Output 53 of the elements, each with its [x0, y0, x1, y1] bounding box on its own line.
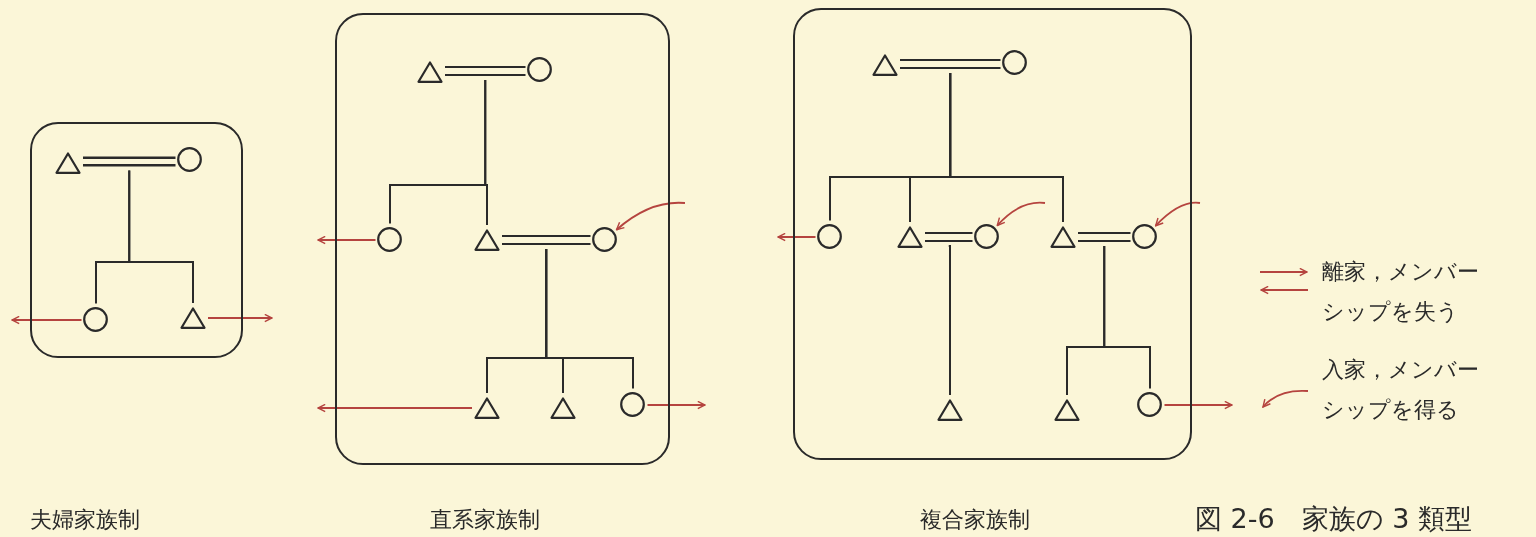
descent-line — [484, 79, 488, 226]
panel-caption: 夫婦家族制 — [30, 507, 140, 533]
triangle-symbol — [1049, 225, 1076, 248]
triangle-symbol — [896, 225, 923, 248]
triangle-symbol — [1053, 398, 1080, 421]
family-box — [793, 8, 1192, 460]
circle-symbol — [527, 57, 552, 82]
arrow — [317, 403, 473, 413]
triangle-symbol — [473, 396, 500, 419]
family-box — [30, 122, 243, 358]
circle-symbol — [620, 392, 645, 417]
panel-caption: 複合家族制 — [920, 507, 1030, 533]
arrow — [777, 232, 817, 242]
marriage-sign — [1078, 232, 1131, 242]
marriage-sign — [445, 66, 526, 76]
marriage-sign — [925, 232, 973, 242]
legend-text: 離家，メンバーシップを失う — [1322, 258, 1480, 326]
marriage-sign — [502, 235, 591, 245]
arrow — [317, 235, 377, 245]
triangle-symbol — [936, 398, 963, 421]
triangle-symbol — [871, 53, 898, 76]
triangle-symbol — [179, 306, 206, 329]
family-box — [335, 13, 670, 465]
marriage-sign — [900, 59, 1001, 69]
circle-symbol — [1002, 50, 1027, 75]
circle-symbol — [83, 307, 108, 332]
triangle-symbol — [473, 228, 500, 251]
circle-symbol — [592, 227, 617, 252]
descent-line — [947, 245, 951, 396]
arrow — [207, 313, 273, 323]
descent-line — [545, 248, 634, 390]
descent-line — [1103, 245, 1151, 390]
descent-line — [128, 169, 194, 304]
arrow — [996, 201, 1046, 227]
triangle-symbol — [549, 396, 576, 419]
arrow — [646, 400, 706, 410]
marriage-sign — [83, 156, 176, 167]
triangle-symbol — [54, 151, 81, 174]
panel-caption: 直系家族制 — [430, 507, 540, 533]
arrow — [11, 315, 83, 325]
legend-text: 入家，メンバーシップを得る — [1322, 356, 1480, 424]
circle-symbol — [974, 224, 999, 249]
figure-title: 図 2-6 家族の 3 類型 — [1195, 502, 1473, 536]
arrow — [1154, 201, 1201, 227]
circle-symbol — [817, 224, 842, 249]
circle-symbol — [177, 147, 202, 172]
circle-symbol — [1137, 392, 1162, 417]
arrow — [1163, 400, 1233, 410]
arrow — [615, 201, 686, 231]
circle-symbol — [1132, 224, 1157, 249]
circle-symbol — [377, 227, 402, 252]
descent-line — [949, 72, 1064, 223]
triangle-symbol — [416, 60, 443, 83]
